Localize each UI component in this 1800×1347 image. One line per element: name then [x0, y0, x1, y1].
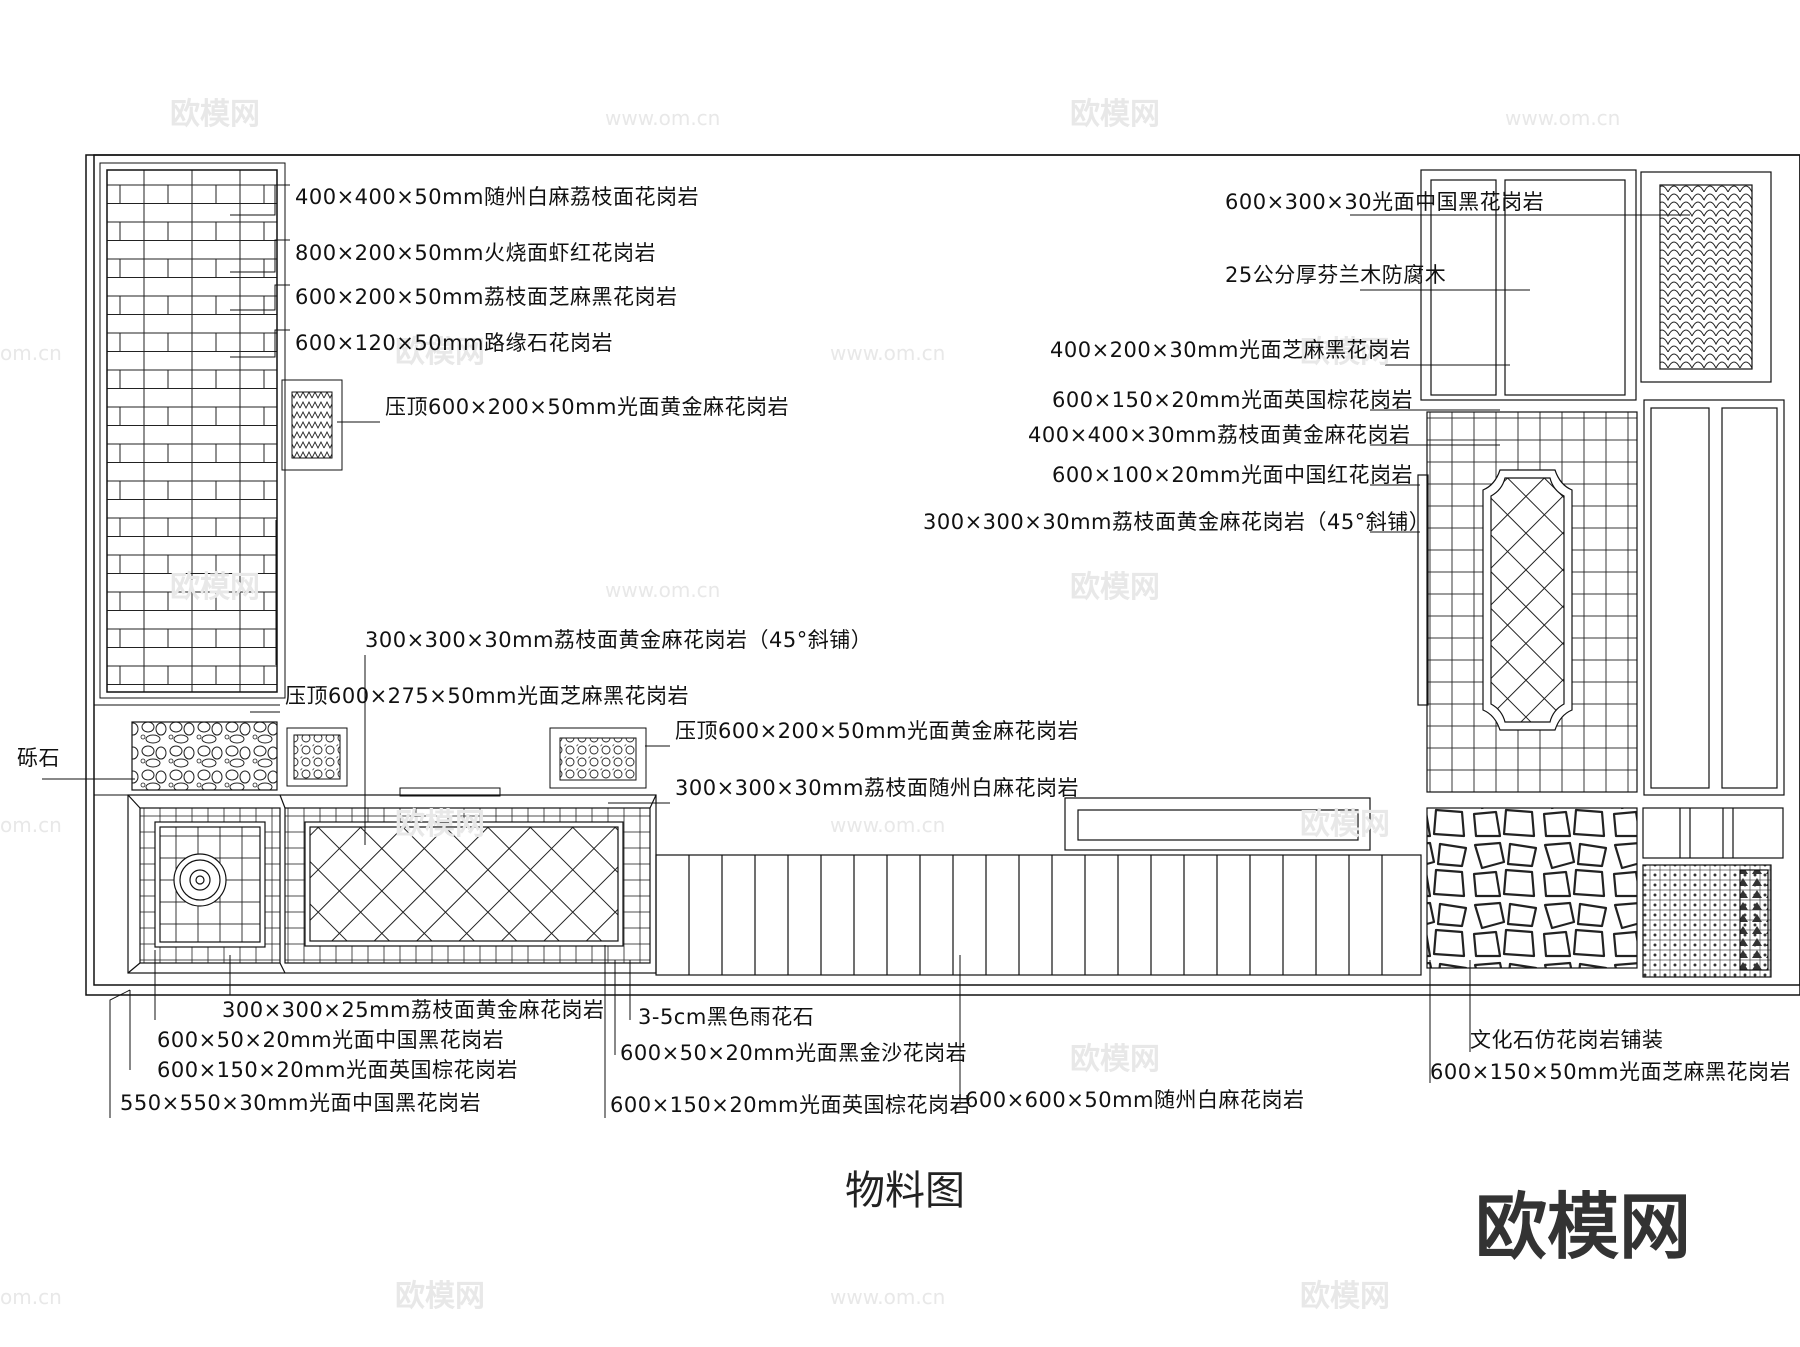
- label-l10: 砾石: [17, 746, 60, 770]
- label-l8: 压顶600×200×50mm光面黄金麻花岗岩: [675, 719, 1079, 743]
- watermark-brand-5: 欧模网: [170, 570, 260, 605]
- watermark-url-1: www.om.cn: [605, 106, 721, 130]
- watermark-url-7: www.om.cn: [830, 813, 946, 837]
- label-r3: 400×200×30mm光面芝麻黑花岗岩: [1050, 338, 1411, 362]
- label-l2: 800×200×50mm火烧面虾红花岗岩: [295, 241, 656, 265]
- wood-deck: [655, 797, 1422, 976]
- watermark-brand-1: 欧模网: [170, 97, 260, 132]
- label-l18: 600×600×50mm随州白麻花岗岩: [965, 1088, 1305, 1112]
- watermark-url-6: om.cn: [0, 813, 62, 837]
- label-l5: 压顶600×200×50mm光面黄金麻花岗岩: [385, 395, 789, 419]
- watermark-url-8: om.cn: [0, 1285, 62, 1309]
- label-r1: 600×300×30光面中国黑花岗岩: [1225, 190, 1545, 214]
- label-l7: 压顶600×275×50mm光面芝麻黑花岗岩: [285, 684, 689, 708]
- label-l3: 600×200×50mm荔枝面芝麻黑花岗岩: [295, 285, 678, 309]
- watermark-url-3: om.cn: [0, 341, 62, 365]
- watermark-brand-3: 欧模网: [395, 335, 485, 370]
- watermark-brand-6: 欧模网: [1070, 570, 1160, 605]
- label-l13: 600×150×20mm光面英国棕花岗岩: [157, 1058, 518, 1082]
- watermark-url-9: www.om.cn: [830, 1285, 946, 1309]
- brand-logo: 欧模网: [1475, 1185, 1692, 1269]
- label-l11: 300×300×25mm荔枝面黄金麻花岗岩: [222, 998, 605, 1022]
- watermark-brand-7: 欧模网: [395, 807, 485, 842]
- label-r9: 600×150×50mm光面芝麻黑花岗岩: [1430, 1060, 1791, 1084]
- label-r6: 600×100×20mm光面中国红花岗岩: [1052, 463, 1413, 487]
- watermark-brand-4: 欧模网: [1300, 335, 1390, 370]
- label-r7: 300×300×30mm荔枝面黄金麻花岗岩（45°斜铺）: [923, 510, 1431, 534]
- leader-lines: [42, 184, 1690, 1118]
- label-l17: 600×150×20mm光面英国棕花岗岩: [610, 1093, 971, 1117]
- lower-left-plaza: [127, 794, 657, 974]
- label-r2: 25公分厚芬兰木防腐木: [1225, 263, 1447, 287]
- watermark-url-2: www.om.cn: [1505, 106, 1621, 130]
- label-l6: 300×300×30mm荔枝面黄金麻花岗岩（45°斜铺）: [365, 628, 873, 652]
- left-paving-strip: [99, 162, 343, 699]
- label-l14: 550×550×30mm光面中国黑花岗岩: [120, 1091, 481, 1115]
- gravel-area: [94, 704, 647, 797]
- watermark-brand-2: 欧模网: [1070, 97, 1160, 132]
- label-l16: 600×50×20mm光面黑金沙花岗岩: [620, 1041, 968, 1065]
- label-r5: 400×400×30mm荔枝面黄金麻花岗岩: [1028, 423, 1411, 447]
- drawing-title: 物料图: [845, 1168, 965, 1214]
- label-l15: 3-5cm黑色雨花石: [638, 1005, 815, 1029]
- label-l1: 400×400×50mm随州白麻荔枝面花岗岩: [295, 185, 699, 209]
- watermark-brand-9: 欧模网: [1070, 1042, 1160, 1077]
- right-block: [1417, 169, 1785, 978]
- watermark-brand-10: 欧模网: [395, 1279, 485, 1314]
- watermark-url-4: www.om.cn: [830, 341, 946, 365]
- label-l4: 600×120×50mm路缘石花岗岩: [295, 331, 613, 355]
- watermark-brand-8: 欧模网: [1300, 807, 1390, 842]
- label-r4: 600×150×20mm光面英国棕花岗岩: [1052, 388, 1413, 412]
- site-boundary: [85, 154, 1800, 996]
- label-l12: 600×50×20mm光面中国黑花岗岩: [157, 1028, 505, 1052]
- label-r8: 文化石仿花岗岩铺装: [1470, 1028, 1664, 1052]
- label-l9: 300×300×30mm荔枝面随州白麻花岗岩: [675, 776, 1079, 800]
- watermark-url-5: www.om.cn: [605, 578, 721, 602]
- watermark-brand-11: 欧模网: [1300, 1279, 1390, 1314]
